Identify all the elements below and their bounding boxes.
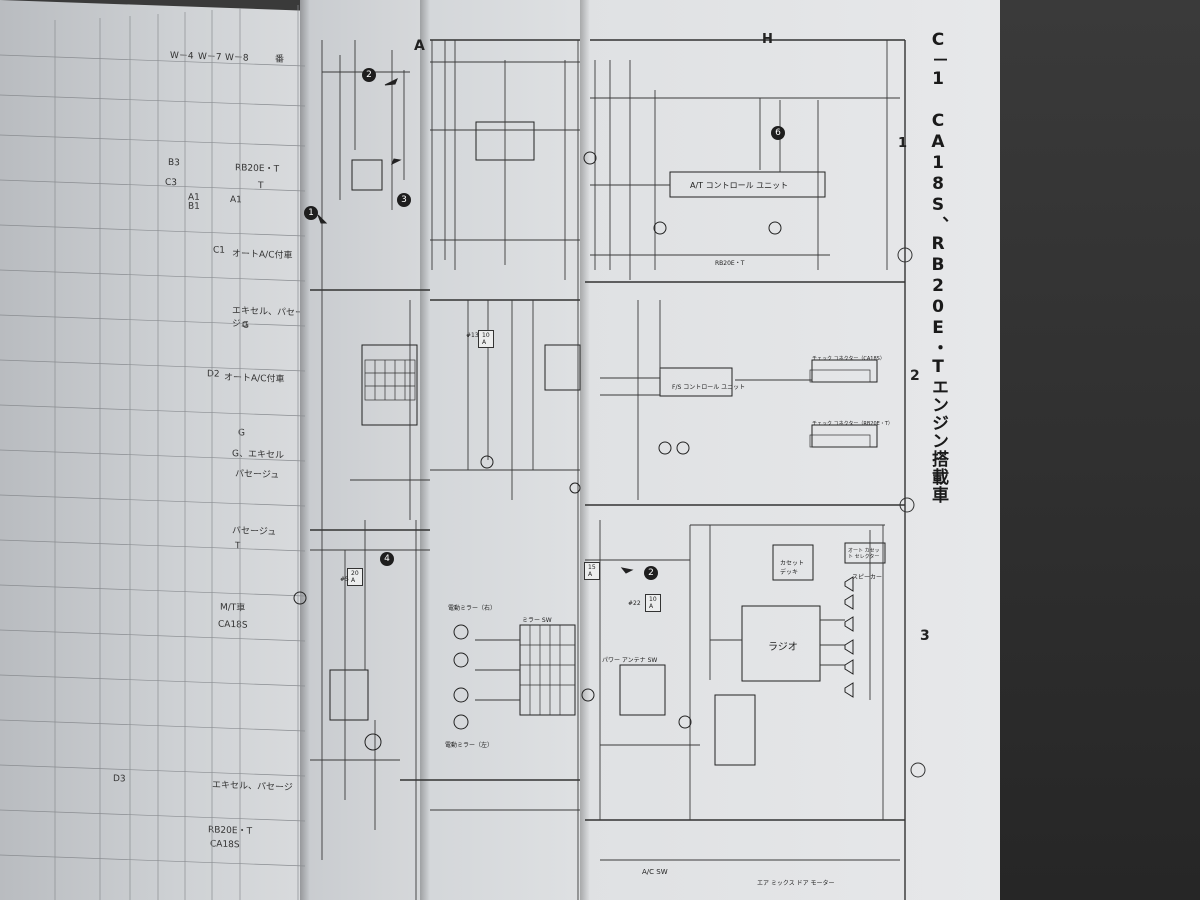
check-connector-rb20et-label: チェック コネクター（RB20E・T） <box>812 421 893 427</box>
sheet-fold-shadow <box>580 0 590 900</box>
sheet-fold-shadow <box>300 0 310 900</box>
row-marker-3: 3 <box>920 628 930 644</box>
fs-control-unit-label: F/S コントロール ユニット <box>672 384 746 391</box>
callout-4: 4 <box>380 552 394 566</box>
diagram-sheet-left <box>300 0 440 900</box>
callout-1: 1 <box>304 206 318 220</box>
mirror-left-label: 電動ミラー（左） <box>445 742 494 749</box>
page-title: C－1 CA18S、RB20E・Tエンジン搭載車 <box>928 30 948 504</box>
fuse-15a: 15 A <box>584 562 600 580</box>
callout-3: 3 <box>397 193 411 207</box>
column-marker-a: A <box>414 38 425 54</box>
auto-cassette-selector-label: オート カセット セレクター <box>848 548 880 560</box>
diagram-sheet-right <box>580 0 1000 900</box>
fuse-number-22: #22 <box>628 600 641 607</box>
mirror-right-label: 電動ミラー（右） <box>448 605 497 612</box>
callout-6: 6 <box>771 126 785 140</box>
sheet-fold-shadow <box>420 0 430 900</box>
row-marker-2: 2 <box>910 368 920 384</box>
callout-2-lower: 2 <box>644 566 658 580</box>
row-marker-1: 1 <box>898 136 908 151</box>
fuse-10a-lower: 10 A <box>645 594 661 612</box>
speaker-label: スピーカー <box>852 574 883 581</box>
fuse-20a: 20 A <box>347 568 363 586</box>
check-connector-ca18s-label: チェック コネクター（CA18S） <box>812 356 885 362</box>
radio-label: ラジオ <box>768 642 798 653</box>
power-antenna-sw-label: パワー アンテナ SW <box>602 657 658 664</box>
air-mix-motor-label: エア ミックス ドア モーター <box>757 880 835 887</box>
fuse-10a: 10 A <box>478 330 494 348</box>
fuse-number-13: #13 <box>466 332 479 339</box>
rb20et-label: RB20E・T <box>715 260 745 267</box>
ac-sw-label: A/C SW <box>642 868 668 876</box>
mirror-sw-label: ミラー SW <box>522 617 552 624</box>
at-control-unit-label: A/T コントロール ユニット <box>690 181 789 190</box>
table-grid <box>0 5 306 900</box>
callout-2: 2 <box>362 68 376 82</box>
fuse-number-5: #5 <box>340 576 349 583</box>
cassette-deck-label: カセット デッキ <box>780 560 805 576</box>
column-marker-h: H <box>762 32 773 47</box>
